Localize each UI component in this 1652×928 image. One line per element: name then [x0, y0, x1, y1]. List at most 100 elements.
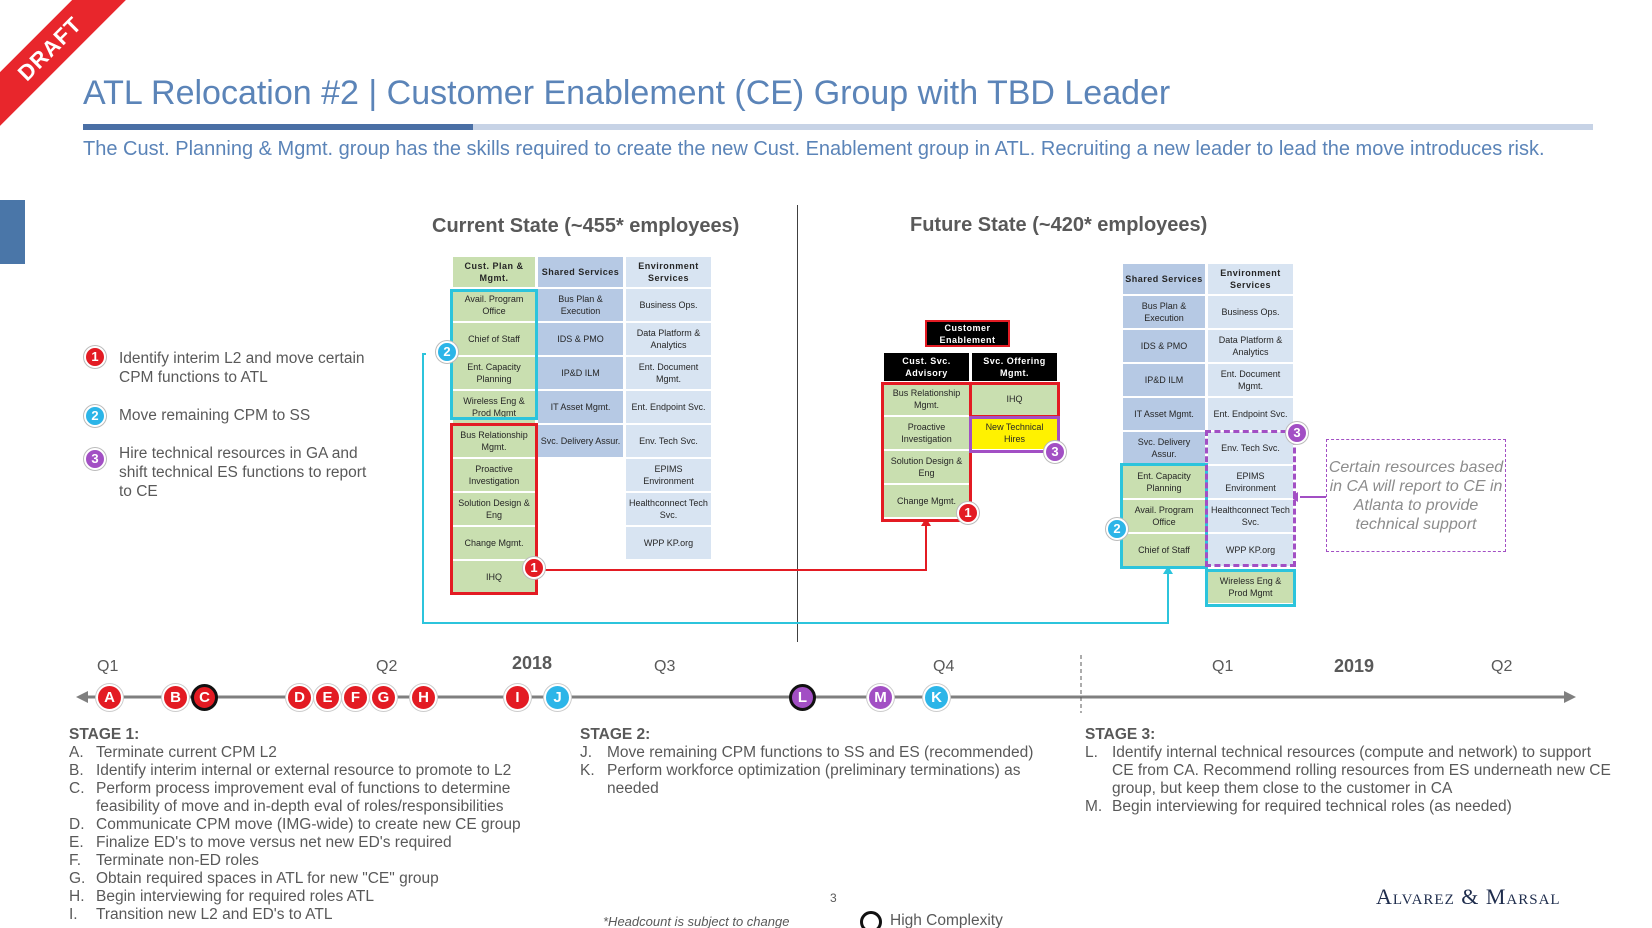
timeline-arrow-right: [1564, 691, 1576, 703]
current-ss-item: Svc. Delivery Assur.: [538, 425, 623, 459]
stage-item: F.Terminate non-ED roles: [69, 852, 259, 869]
future-es-item: Env. Tech Svc.: [1208, 432, 1293, 466]
badge-2-future: 2: [1106, 518, 1128, 540]
milestone-j: J: [544, 684, 571, 711]
stage-2-title: STAGE 2:: [580, 726, 651, 743]
milestone-h: H: [410, 684, 437, 711]
purple-new-hires-box: [969, 416, 1060, 453]
ca-resources-note: Certain resources based in CA will repor…: [1326, 439, 1506, 552]
cyan-connector: [422, 353, 1169, 624]
stage-item: K.Perform workforce optimization (prelim…: [580, 762, 1021, 797]
page-title: ATL Relocation #2 | Customer Enablement …: [83, 74, 1171, 112]
milestone-l: L: [789, 684, 816, 711]
future-es-item: WPP KP.org: [1208, 534, 1293, 568]
stage-item: H.Begin interviewing for required roles …: [69, 888, 374, 905]
current-es-item: Healthconnect Tech Svc.: [626, 493, 711, 527]
future-es-item: Data Platform & Analytics: [1208, 330, 1293, 364]
future-es-item: Healthconnect Tech Svc.: [1208, 500, 1293, 534]
year-label-2019: 2019: [1334, 656, 1375, 676]
future-es-header: Environment Services: [1208, 264, 1293, 294]
purple-dashed-box: [1205, 430, 1296, 567]
badge-3-future: 3: [1044, 441, 1066, 463]
current-cpm-item: Ent. Capacity Planning: [453, 357, 535, 391]
quarter-label: Q3: [654, 658, 676, 675]
current-ss-header: Shared Services: [538, 257, 623, 287]
som-new-hires: New Technical Hires: [972, 417, 1057, 451]
current-cpm-item: Proactive Investigation: [453, 459, 535, 493]
future-ss-item: Ent. Capacity Planning: [1123, 466, 1205, 500]
legend-badge-2: 2: [84, 405, 106, 427]
stage-2: STAGE 2: J.Move remaining CPM functions …: [580, 726, 1040, 798]
stage-3: STAGE 3: L.Identify internal technical r…: [1085, 726, 1613, 816]
quarter-label: Q2: [1491, 658, 1513, 675]
milestone-d: D: [286, 684, 313, 711]
som-header: Svc. Offering Mgmt.: [972, 353, 1057, 381]
current-es-item: Data Platform & Analytics: [626, 323, 711, 357]
timeline-arrow-left: [76, 691, 88, 703]
badge-1-future: 1: [957, 502, 979, 524]
red-arrowhead: [921, 518, 931, 526]
current-es-item: EPIMS Environment: [626, 459, 711, 493]
cyan-arrowhead: [1163, 566, 1173, 574]
future-ss-item: IP&D ILM: [1123, 364, 1205, 398]
future-ss-item: Svc. Delivery Assur.: [1123, 432, 1205, 466]
current-es-header: Environment Services: [626, 257, 711, 287]
high-complexity-label: High Complexity: [890, 912, 1003, 928]
current-cpm-item: Change Mgmt.: [453, 527, 535, 561]
milestone-c: C: [191, 684, 218, 711]
stage-1-title: STAGE 1:: [69, 726, 140, 743]
future-ss-item: IDS & PMO: [1123, 330, 1205, 364]
title-rule-light: [473, 124, 1593, 130]
high-complexity-icon: [860, 911, 882, 928]
badge-3-future-es: 3: [1286, 422, 1308, 444]
current-ss-item: IDS & PMO: [538, 323, 623, 357]
milestone-m: M: [867, 684, 894, 711]
csa-item: Bus Relationship Mgmt.: [884, 383, 969, 417]
current-es-item: Env. Tech Svc.: [626, 425, 711, 459]
legend-text-3: Hire technical resources in GA and shift…: [119, 445, 367, 500]
future-es-item: Ent. Document Mgmt.: [1208, 364, 1293, 398]
current-state-title: Current State (~455* employees): [432, 215, 740, 237]
legend-text-1: Identify interim L2 and move certain CPM…: [119, 350, 365, 386]
future-ss-item: Bus Plan & Execution: [1123, 296, 1205, 330]
current-es-item: Business Ops.: [626, 289, 711, 323]
milestone-f: F: [342, 684, 369, 711]
stage-item: E.Finalize ED's to move versus net new E…: [69, 834, 452, 851]
left-tab-marker: [0, 200, 25, 264]
red-highlight-box: [450, 423, 538, 595]
som-item: IHQ: [972, 383, 1057, 417]
current-es-item: Ent. Endpoint Svc.: [626, 391, 711, 425]
quarter-label: Q4: [933, 658, 955, 675]
stage-item: A.Terminate current CPM L2: [69, 744, 277, 761]
stage-item: C.Perform process improvement eval of fu…: [69, 780, 511, 815]
milestone-k: K: [923, 684, 950, 711]
stage-item: G.Obtain required spaces in ATL for new …: [69, 870, 439, 887]
quarter-label: Q1: [1212, 658, 1234, 675]
headcount-footnote: *Headcount is subject to change: [603, 914, 790, 928]
stage-3-title: STAGE 3:: [1085, 726, 1156, 743]
csa-item: Change Mgmt.: [884, 485, 969, 519]
company-logo: Alvarez & Marsal: [1376, 884, 1561, 909]
future-state-title: Future State (~420* employees): [910, 214, 1208, 236]
current-cpm-header: Cust. Plan & Mgmt.: [453, 257, 535, 287]
page-subtitle: The Cust. Planning & Mgmt. group has the…: [83, 138, 1545, 160]
stage-item: B.Identify interim internal or external …: [69, 762, 512, 779]
future-es-item: EPIMS Environment: [1208, 466, 1293, 500]
current-cpm-item: Solution Design & Eng: [453, 493, 535, 527]
stage-item: M.Begin interviewing for required techni…: [1085, 798, 1512, 815]
state-divider: [797, 205, 798, 642]
stage-1: STAGE 1: A.Terminate current CPM L2 B.Id…: [69, 726, 544, 924]
stage-item: J.Move remaining CPM functions to SS and…: [580, 744, 1034, 761]
title-rule: [83, 124, 473, 130]
stage-item: I.Transition new L2 and ED's to ATL: [69, 906, 333, 923]
csa-item: Proactive Investigation: [884, 417, 969, 451]
current-cpm-item: IHQ: [453, 561, 535, 595]
future-es-item: Business Ops.: [1208, 296, 1293, 330]
legend-badge-3: 3: [84, 448, 106, 470]
red-connector: [535, 523, 927, 571]
stage-item: D.Communicate CPM move (IMG-wide) to cre…: [69, 816, 521, 833]
badge-1-current: 1: [523, 557, 545, 579]
legend-text-2: Move remaining CPM to SS: [119, 407, 311, 424]
page-number: 3: [830, 891, 837, 905]
current-ss-item: IP&D ILM: [538, 357, 623, 391]
